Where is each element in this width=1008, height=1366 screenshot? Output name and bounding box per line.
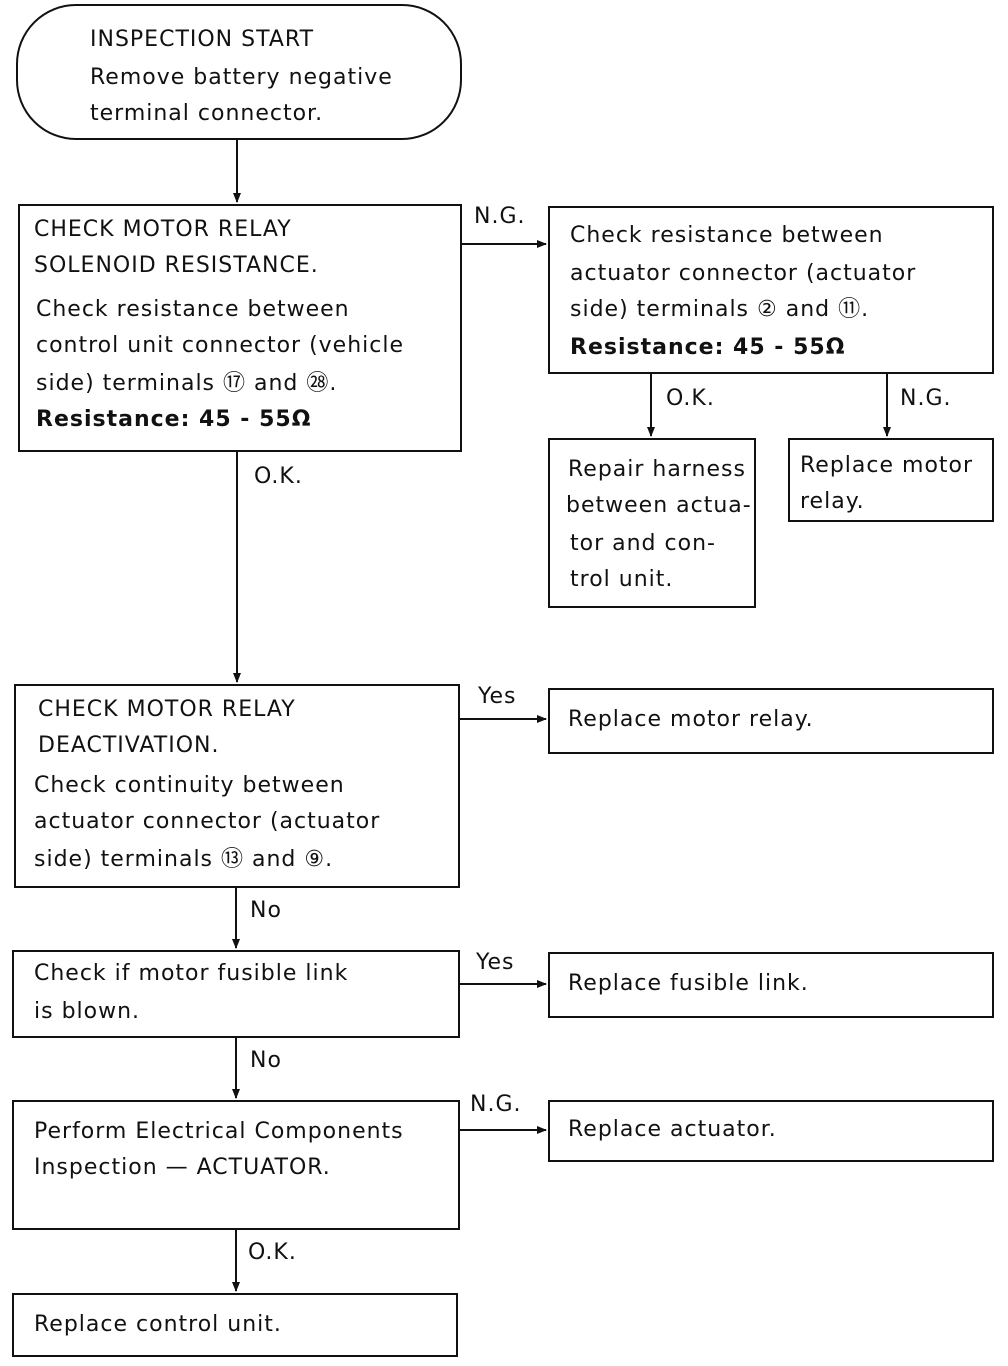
repair-harness-line-1: Repair harness [568,457,746,482]
replace-control-text: Replace control unit. [34,1312,282,1337]
check1ng-body-2: actuator connector (actuator [570,261,917,286]
check1-body-3: side) terminals ⑰ and ㉘. [36,371,338,396]
check1ng-resistance: Resistance: 45 - 55Ω [570,335,846,360]
start-line-1: Remove battery negative [90,65,393,90]
check4-line-2: Inspection — ACTUATOR. [34,1155,331,1180]
check-actuator-resistance: Check resistance between actuator connec… [548,206,994,374]
replace-fusible-link: Replace fusible link. [548,952,994,1018]
check1ng-body-3: side) terminals ② and ⑪. [570,297,870,322]
check1-heading-2: SOLENOID RESISTANCE. [34,253,319,278]
check2-heading-2: DEACTIVATION. [38,733,220,758]
repair-harness-line-3: tor and con- [570,531,716,556]
check1-body-1: Check resistance between [36,297,350,322]
check3-line-1: Check if motor fusible link [34,961,349,986]
replace-actuator-text: Replace actuator. [568,1117,777,1142]
replace-relay-1-line-2: relay. [800,489,865,514]
repair-harness: Repair harness between actua- tor and co… [548,438,756,608]
label-check1ng-ng: N.G. [900,386,952,411]
check4-line-1: Perform Electrical Components [34,1119,404,1144]
replace-control-unit: Replace control unit. [12,1293,458,1357]
label-check3-yes: Yes [476,950,515,975]
label-check4-ok: O.K. [248,1240,297,1265]
start-line-2: terminal connector. [90,101,324,126]
replace-relay-2-text: Replace motor relay. [568,707,814,732]
label-check1-ng: N.G. [474,204,526,229]
check-fusible-link: Check if motor fusible link is blown. [12,950,460,1038]
label-check3-no: No [250,1048,282,1073]
label-check4-ng: N.G. [470,1092,522,1117]
label-check1ng-ok: O.K. [666,386,715,411]
check1-body-2: control unit connector (vehicle [36,333,405,358]
replace-relay-1-line-1: Replace motor [800,453,974,478]
check-relay-deactivation: CHECK MOTOR RELAY DEACTIVATION. Check co… [14,684,460,888]
check1-heading-1: CHECK MOTOR RELAY [34,217,292,242]
inspection-start: INSPECTION START Remove battery negative… [16,4,462,140]
check1-resistance: Resistance: 45 - 55Ω [36,407,312,432]
check2-body-3: side) terminals ⑬ and ⑨. [34,847,334,872]
replace-motor-relay-2: Replace motor relay. [548,688,994,754]
replace-fusible-text: Replace fusible link. [568,971,809,996]
replace-actuator: Replace actuator. [548,1100,994,1162]
repair-harness-line-2: between actua- [566,493,752,518]
electrical-components-inspection: Perform Electrical Components Inspection… [12,1100,460,1230]
check-relay-solenoid-resistance: CHECK MOTOR RELAY SOLENOID RESISTANCE. C… [18,204,462,452]
label-check2-yes: Yes [478,684,517,709]
label-check1-ok: O.K. [254,464,303,489]
check3-line-2: is blown. [34,999,141,1024]
check1ng-body-1: Check resistance between [570,223,884,248]
check2-body-2: actuator connector (actuator [34,809,381,834]
label-check2-no: No [250,898,282,923]
start-title: INSPECTION START [90,27,315,52]
replace-motor-relay-1: Replace motor relay. [788,438,994,522]
check2-body-1: Check continuity between [34,773,345,798]
check2-heading-1: CHECK MOTOR RELAY [38,697,296,722]
repair-harness-line-4: trol unit. [570,567,674,592]
